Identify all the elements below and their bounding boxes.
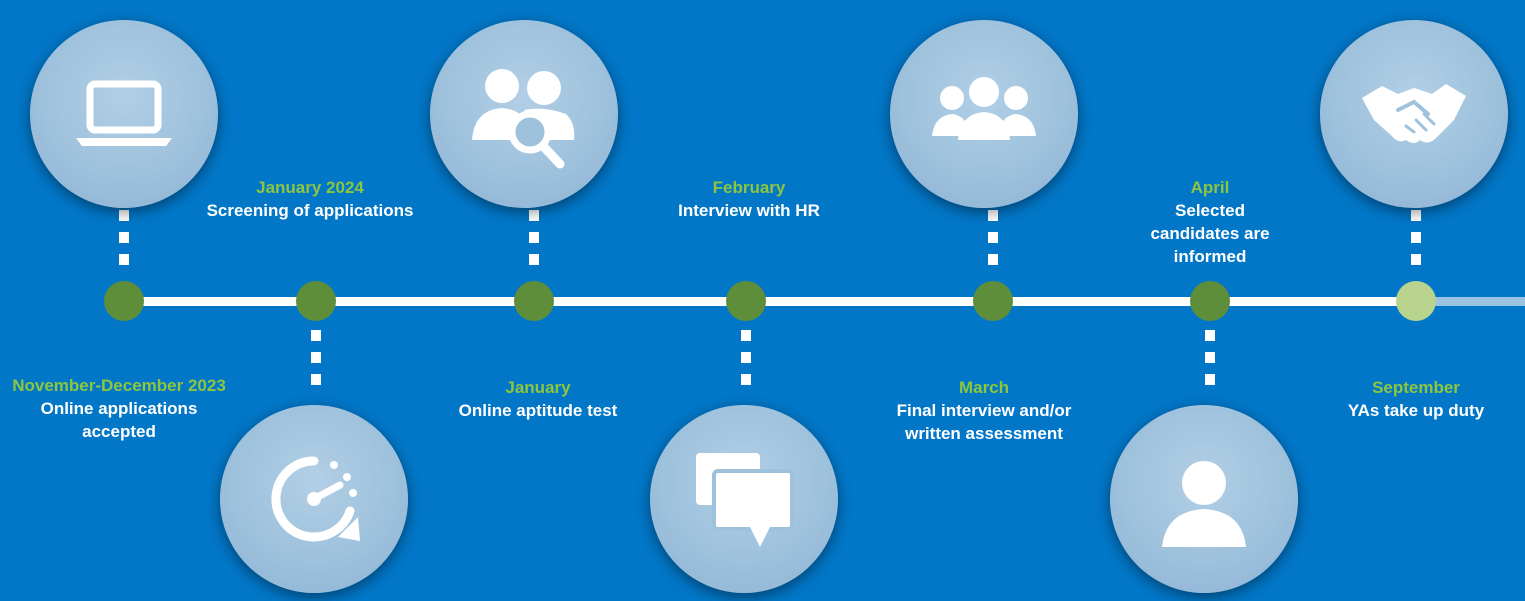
connector-3 [529, 210, 539, 272]
step-3-label: January Online aptitude test [418, 376, 658, 422]
step-4-icon-circle [650, 405, 838, 593]
timeline-node-7 [1396, 281, 1436, 321]
step-1-label: November-December 2023 Online applicatio… [0, 374, 238, 443]
timeline-node-2 [296, 281, 336, 321]
step-description: Screening of applications [206, 201, 414, 220]
timeline-node-5 [973, 281, 1013, 321]
step-6-icon-circle [1110, 405, 1298, 593]
group-icon [932, 77, 1036, 140]
step-4-label: February Interview with HR [629, 176, 869, 222]
step-3-icon-circle [430, 20, 618, 208]
connector-6 [1205, 330, 1215, 386]
connector-2 [311, 330, 321, 386]
step-date: January [505, 378, 571, 397]
connector-5 [988, 210, 998, 272]
step-7-label: September YAs take up duty [1296, 376, 1525, 422]
person-icon [1162, 461, 1246, 547]
handshake-icon [1362, 84, 1466, 143]
timeline-line [125, 297, 1415, 306]
connector-7 [1411, 210, 1421, 272]
step-date: February [712, 178, 786, 197]
step-date: September [1372, 378, 1460, 397]
step-description: Selected candidates are informed [1150, 201, 1270, 266]
step-2-icon-circle [220, 405, 408, 593]
step-description: Online applications accepted [40, 399, 198, 441]
timeline-node-6 [1190, 281, 1230, 321]
step-2-label: January 2024 Screening of applications [190, 176, 430, 222]
timeline-node-4 [726, 281, 766, 321]
users-search-icon [472, 69, 575, 169]
connector-1 [119, 210, 129, 272]
step-description: YAs take up duty [1347, 401, 1485, 420]
step-date: November-December 2023 [12, 376, 226, 395]
step-date: April [1190, 178, 1230, 197]
timeline-node-1 [104, 281, 144, 321]
step-5-label: March Final interview and/or written ass… [864, 376, 1104, 445]
step-description: Final interview and/or written assessmen… [896, 401, 1072, 443]
step-7-icon-circle [1320, 20, 1508, 208]
chat-bubbles-icon [696, 453, 794, 547]
step-date: March [958, 378, 1010, 397]
step-5-icon-circle [890, 20, 1078, 208]
step-description: Online aptitude test [458, 401, 618, 420]
timeline-line-end [1415, 297, 1525, 306]
connector-4 [741, 330, 751, 386]
step-description: Interview with HR [678, 201, 820, 220]
step-6-label: April Selected candidates are informed [1090, 176, 1330, 268]
timeline-node-3 [514, 281, 554, 321]
clock-refresh-icon [271, 456, 360, 542]
step-1-icon-circle [30, 20, 218, 208]
laptop-icon [76, 80, 172, 146]
step-date: January 2024 [256, 178, 364, 197]
